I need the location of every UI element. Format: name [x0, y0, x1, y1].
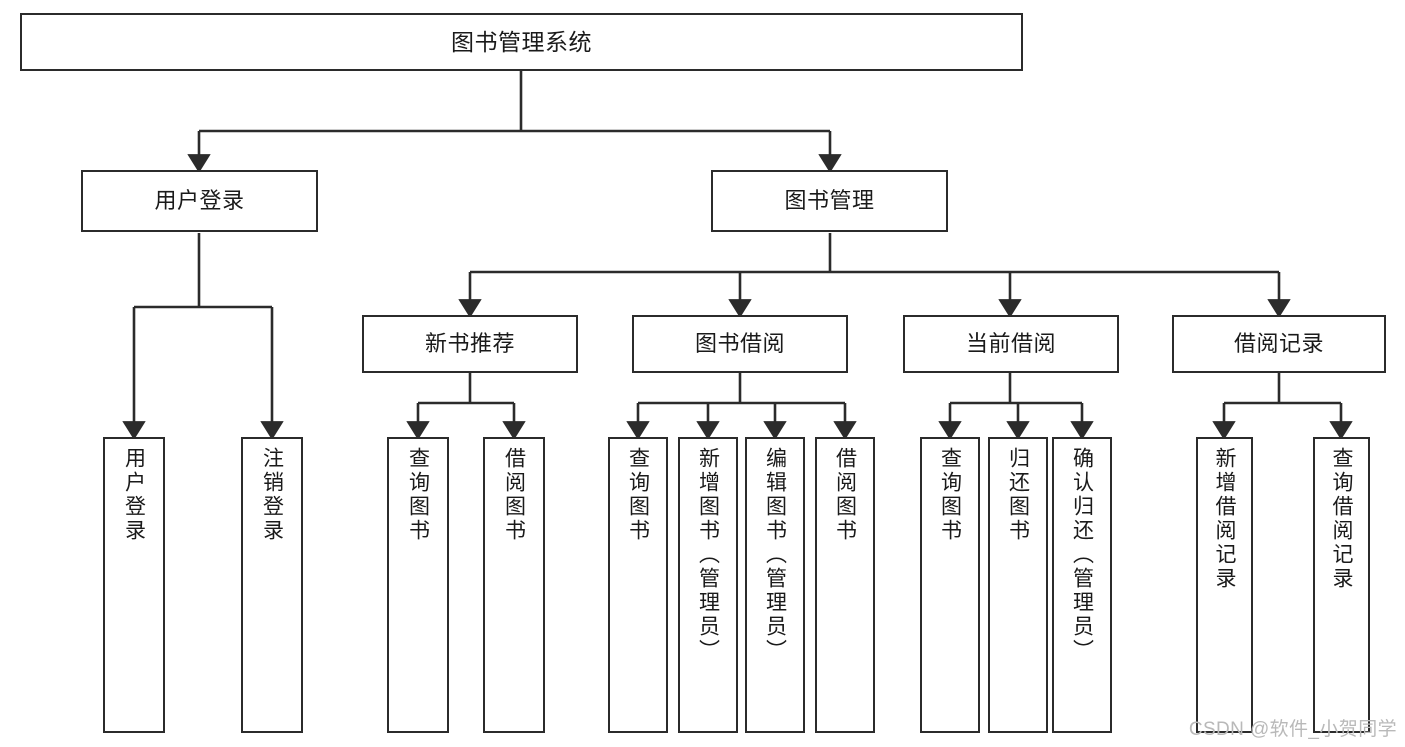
- leaf-borrow-edit-book[interactable]: 编辑图书（管理员）: [745, 437, 805, 733]
- node-label: 借阅记录: [1233, 331, 1324, 357]
- node-label: 图书管理: [784, 188, 875, 214]
- node-label: 当前借阅: [965, 331, 1056, 357]
- node-label: 注销登录: [260, 447, 284, 543]
- node-label: 新增借阅记录: [1213, 447, 1236, 591]
- leaf-current-confirm-return[interactable]: 确认归还（管理员）: [1052, 437, 1112, 733]
- node-new-book-recommend[interactable]: 新书推荐: [362, 315, 578, 373]
- node-current-borrow[interactable]: 当前借阅: [903, 315, 1119, 373]
- node-label: 编辑图书（管理员）: [763, 447, 787, 663]
- node-label: 图书管理系统: [451, 28, 592, 55]
- node-label: 用户登录: [122, 447, 146, 543]
- node-label: 查询图书: [626, 447, 650, 543]
- node-label: 确认归还（管理员）: [1070, 447, 1094, 663]
- node-label: 新书推荐: [424, 331, 515, 357]
- node-label: 新增图书（管理员）: [696, 447, 720, 663]
- leaf-current-query-book[interactable]: 查询图书: [920, 437, 980, 733]
- leaf-record-query-record[interactable]: 查询借阅记录: [1313, 437, 1370, 733]
- leaf-user-login-logout[interactable]: 注销登录: [241, 437, 303, 733]
- leaf-borrow-borrow-book[interactable]: 借阅图书: [815, 437, 875, 733]
- node-label: 借阅图书: [833, 447, 857, 543]
- leaf-recommend-query-book[interactable]: 查询图书: [387, 437, 449, 733]
- leaf-current-return-book[interactable]: 归还图书: [988, 437, 1048, 733]
- node-borrow-record[interactable]: 借阅记录: [1172, 315, 1386, 373]
- node-book-borrow[interactable]: 图书借阅: [632, 315, 848, 373]
- leaf-borrow-add-book[interactable]: 新增图书（管理员）: [678, 437, 738, 733]
- node-book-management[interactable]: 图书管理: [711, 170, 948, 232]
- node-label: 图书借阅: [694, 331, 785, 357]
- leaf-record-add-record[interactable]: 新增借阅记录: [1196, 437, 1253, 733]
- node-label: 查询图书: [406, 447, 430, 543]
- node-label: 查询图书: [938, 447, 962, 543]
- node-root-system[interactable]: 图书管理系统: [20, 13, 1023, 71]
- node-label: 查询借阅记录: [1330, 447, 1353, 591]
- node-label: 归还图书: [1006, 447, 1030, 543]
- leaf-recommend-borrow-book[interactable]: 借阅图书: [483, 437, 545, 733]
- leaf-borrow-query-book[interactable]: 查询图书: [608, 437, 668, 733]
- node-label: 借阅图书: [502, 447, 526, 543]
- node-user-login[interactable]: 用户登录: [81, 170, 318, 232]
- node-label: 用户登录: [154, 188, 245, 214]
- leaf-user-login-login[interactable]: 用户登录: [103, 437, 165, 733]
- watermark-text: CSDN @软件_小贺同学: [1188, 719, 1397, 740]
